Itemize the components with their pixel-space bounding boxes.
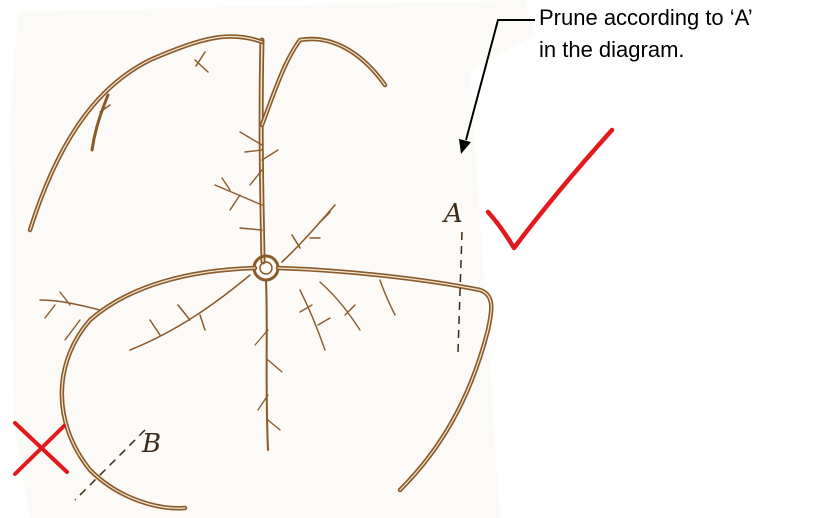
callout-line-1: Prune according to ‘A’ <box>539 5 753 30</box>
check-mark-icon <box>488 130 612 248</box>
callout-text: Prune according to ‘A’ in the diagram. <box>539 2 753 66</box>
callout-line-2: in the diagram. <box>539 37 685 62</box>
label-b: B <box>141 429 161 459</box>
label-a: A <box>442 199 463 229</box>
